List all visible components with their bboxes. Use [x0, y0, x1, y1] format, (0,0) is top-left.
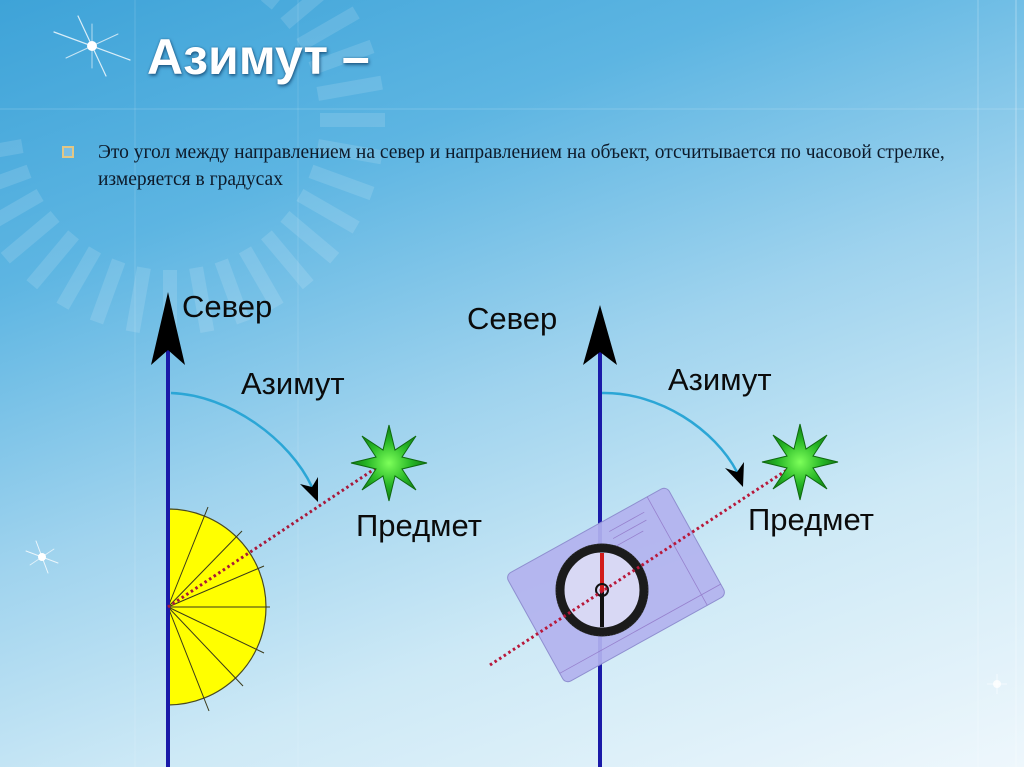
north-arrow-icon [583, 305, 617, 365]
definition-text: Это угол между направлением на север и н… [98, 142, 945, 190]
object-label: Предмет [748, 502, 874, 537]
sparkle-icon [53, 15, 131, 77]
sparkle-icon [987, 674, 1007, 694]
north-label: Север [467, 301, 558, 336]
compass-icon [507, 487, 725, 683]
object-star-icon [350, 424, 428, 502]
azimuth-label: Азимут [241, 366, 345, 401]
object-star-icon [761, 423, 839, 501]
protractor-icon [167, 506, 270, 712]
direction-line [489, 462, 797, 667]
right-diagram [489, 305, 839, 767]
square-bullet-icon [62, 146, 74, 158]
azimuth-arc [170, 391, 314, 488]
arc-arrow-icon [725, 462, 744, 487]
left-diagram [151, 292, 428, 767]
arc-arrow-icon [300, 477, 318, 502]
slide-title: Азимут – [147, 29, 370, 85]
north-arrow-icon [151, 292, 185, 365]
sparkle-icon [25, 540, 59, 574]
object-label: Предмет [356, 508, 482, 543]
north-label: Север [182, 289, 273, 324]
azimuth-label: Азимут [668, 362, 772, 397]
azimuth-arc [601, 391, 739, 473]
